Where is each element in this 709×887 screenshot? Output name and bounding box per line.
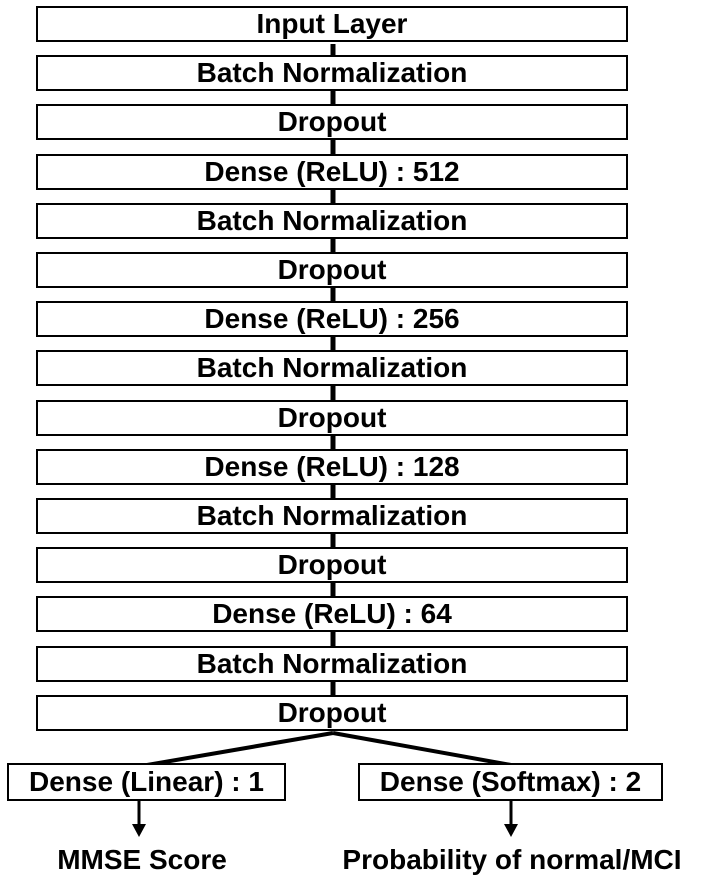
branch-connector-right (332, 731, 512, 767)
dense-relu-128-box: Dense (ReLU) : 128 (36, 449, 628, 485)
dropout-box: Dropout (36, 104, 628, 140)
dense-relu-256-box: Dense (ReLU) : 256 (36, 301, 628, 337)
input-layer-box: Input Layer (36, 6, 628, 42)
dense-softmax-head-box: Dense (Softmax) : 2 (358, 763, 663, 801)
batch-normalization-box: Batch Normalization (36, 55, 628, 91)
dropout-box: Dropout (36, 695, 628, 731)
batch-normalization-box: Batch Normalization (36, 350, 628, 386)
dropout-box: Dropout (36, 400, 628, 436)
batch-normalization-box: Batch Normalization (36, 646, 628, 682)
arrow-head-left (132, 824, 146, 837)
dense-relu-64-box: Dense (ReLU) : 64 (36, 596, 628, 632)
dropout-box: Dropout (36, 252, 628, 288)
arrow-head-right (504, 824, 518, 837)
dense-relu-512-box: Dense (ReLU) : 512 (36, 154, 628, 190)
dropout-box: Dropout (36, 547, 628, 583)
branch-connector-left (146, 731, 334, 767)
probability-output-label: Probability of normal/MCI (342, 844, 682, 875)
batch-normalization-box: Batch Normalization (36, 203, 628, 239)
dense-linear-head-box: Dense (Linear) : 1 (7, 763, 286, 801)
mmse-score-label: MMSE Score (57, 844, 227, 875)
batch-normalization-box: Batch Normalization (36, 498, 628, 534)
